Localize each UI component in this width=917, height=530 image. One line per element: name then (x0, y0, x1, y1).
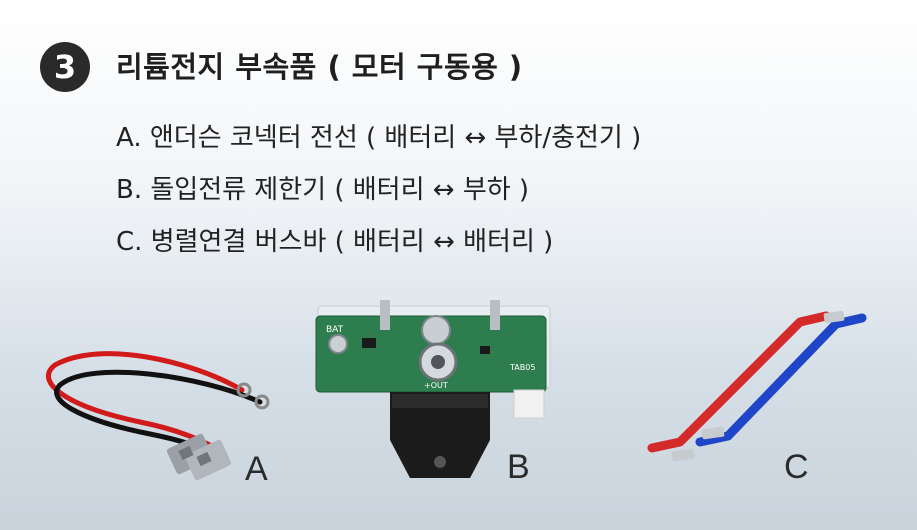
red-busbar (647, 311, 831, 453)
pcb-bat-label: BAT (326, 325, 344, 335)
ring-terminal (254, 394, 270, 410)
inrush-limiter-photo: BAT +OUT TAB05 B (315, 300, 551, 486)
photo-label-b: B (507, 448, 530, 486)
mounting-post (490, 300, 500, 330)
relay-body (390, 392, 490, 478)
list-item: C. 병렬연결 버스바 ( 배터리 ↔ 배터리 ) (116, 227, 554, 257)
pcb-side-label: TAB05 (509, 363, 535, 372)
component (362, 338, 376, 348)
bar-terminal (671, 448, 695, 462)
bar-terminal (823, 310, 845, 324)
number-badge: 3 (40, 42, 90, 92)
component (480, 346, 490, 354)
anderson-plug (166, 433, 232, 481)
ring-terminal (236, 382, 252, 398)
side-block (513, 389, 545, 419)
number-badge-text: 3 (53, 48, 77, 86)
photo-label-a: A (245, 450, 268, 488)
list-item: A. 앤더슨 코넥터 전선 ( 배터리 ↔ 부하/충전기 ) (116, 123, 642, 153)
terminal-screw (328, 334, 348, 354)
anderson-cable-photo: A (46, 351, 270, 488)
mounting-post (380, 300, 390, 330)
item-list: A. 앤더슨 코넥터 전선 ( 배터리 ↔ 부하/충전기 ) B. 돌입전류 제… (116, 112, 641, 268)
blue-busbar (695, 313, 867, 447)
photo-label-c: C (784, 448, 809, 486)
list-item: B. 돌입전류 제한기 ( 배터리 ↔ 부하 ) (116, 175, 530, 205)
page-title: 리튬전지 부속품 ( 모터 구동용 ) (116, 50, 523, 84)
bar-terminal (701, 426, 725, 440)
red-wire (46, 351, 245, 453)
terminal-screw (421, 315, 451, 345)
busbar-photo: C (647, 310, 867, 486)
pcb-out-label: +OUT (424, 381, 448, 390)
